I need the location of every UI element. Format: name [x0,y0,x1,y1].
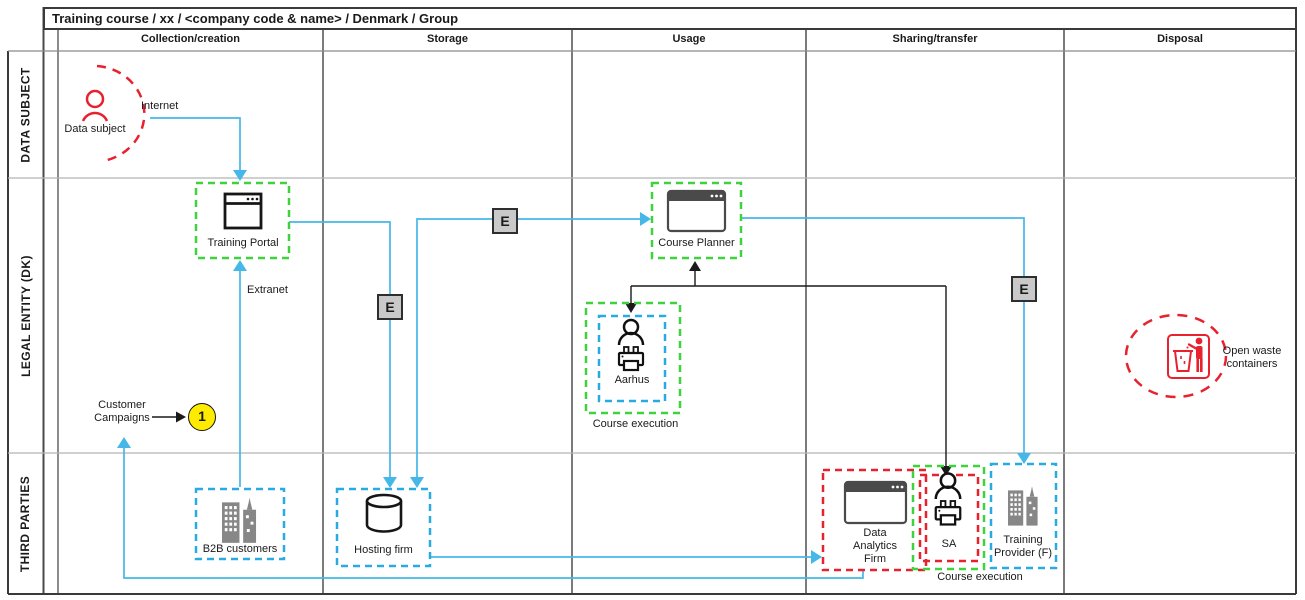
internet-label: Internet [141,100,179,112]
sa-label: SA [941,538,957,550]
swimlane-grid [7,7,1297,595]
data-analytics-firm-label: Data Analytics Firm [852,527,898,565]
column-header-sharing: Sharing/transfer [892,33,978,45]
browser-window-icon [223,192,263,230]
row-label-legal-entity: LEGAL ENTITY (DK) [18,254,33,377]
buildings-icon [1008,486,1038,526]
person-printer-icon [617,318,645,372]
arrowhead-right-icon [640,212,651,226]
open-waste-containers-label: Open waste containers [1222,345,1282,370]
flow-internet-line [150,117,241,170]
black-connectors [152,264,947,468]
person-icon [81,89,109,122]
disposal-boundary-ellipse [1124,313,1228,399]
node-data-subject[interactable] [81,64,146,163]
arrowhead-up-icon [233,260,247,271]
hosting-firm-label: Hosting firm [354,544,413,556]
flow-planner-to-provider-line [741,217,1025,456]
arrowhead-down-icon [410,477,424,488]
node-b2b-customers[interactable] [194,487,286,561]
node-data-analytics-firm[interactable] [821,468,928,572]
node-hosting-firm[interactable] [335,487,432,568]
arrowhead-down-icon [233,170,247,181]
black-arrowheads [176,261,952,476]
blue-flow-connectors [123,117,1025,579]
arrowhead-up-icon [689,261,701,271]
person-printer-icon [934,472,962,526]
row-label-data-subject: DATA SUBJECT [18,66,33,163]
row-label-third-parties: THIRD PARTIES [18,475,33,572]
training-provider-label: Training Provider (F) [993,534,1053,559]
node-course-planner[interactable] [650,181,743,260]
column-header-storage: Storage [427,33,468,45]
column-header-disposal: Disposal [1157,33,1203,45]
flow-analytics-to-campaigns-line [123,446,864,579]
waste-disposal-icon [1167,334,1210,379]
page-title: Training course / xx / <company code & n… [43,7,1297,30]
b2b-customers-label: B2B customers [202,543,278,555]
buildings-icon [222,497,257,543]
customer-campaigns-label: Customer Campaigns [94,399,150,424]
flow-hosting-to-planner-line [416,218,644,480]
arrowhead-down-icon [625,303,637,313]
node-open-waste-containers[interactable] [1124,313,1228,399]
node-aarhus[interactable] [584,301,682,415]
database-icon [365,493,403,533]
step-1-marker[interactable]: 1 [188,403,216,431]
browser-window-icon [666,189,727,233]
column-header-usage: Usage [672,33,706,45]
planner-aarhus-sa-line [630,264,947,468]
encryption-badge: E [377,294,403,320]
arrowhead-right-icon [176,411,186,423]
sa-caption: Course execution [937,571,1023,583]
node-sa[interactable] [911,464,986,571]
arrowhead-down-icon [1017,453,1031,464]
aarhus-label: Aarhus [614,374,650,386]
data-subject-label: Data subject [64,123,126,135]
node-training-portal[interactable] [194,181,291,260]
arrowhead-up-icon [117,437,131,448]
flow-portal-to-hosting-line [289,221,391,480]
arrowhead-down-icon [383,477,397,488]
arrowhead-down-icon [940,466,952,476]
encryption-badge: E [1011,276,1037,302]
encryption-badge: E [492,208,518,234]
column-header-collection: Collection/creation [140,33,241,45]
extranet-label: Extranet [247,284,288,296]
arrowhead-right-icon [811,550,822,564]
browser-window-icon [843,480,908,525]
training-portal-label: Training Portal [207,237,279,249]
course-planner-label: Course Planner [658,237,735,249]
aarhus-caption: Course execution [592,418,679,430]
blue-flow-arrowheads [117,170,1031,564]
data-subject-boundary-arc [96,64,146,163]
